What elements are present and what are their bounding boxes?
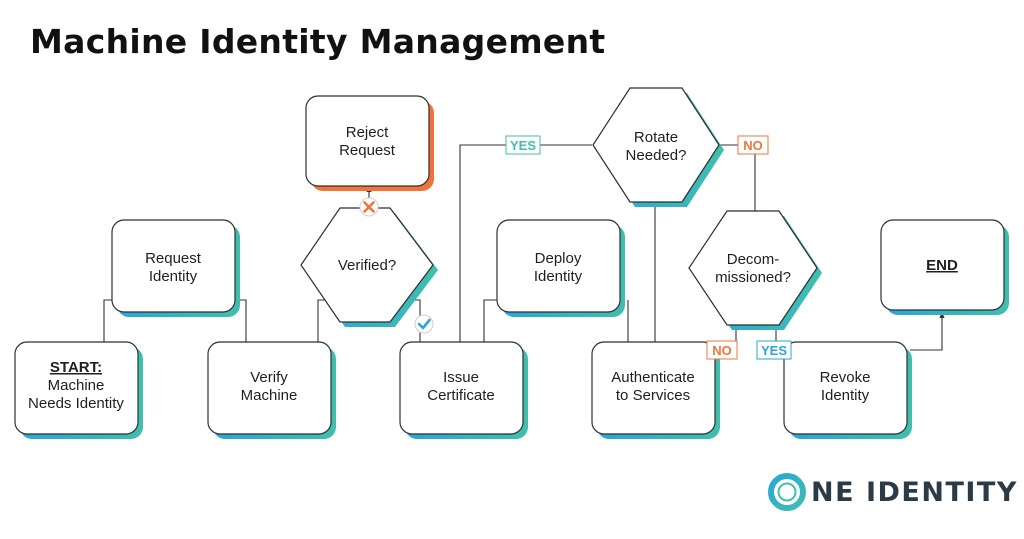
node-end-label: END	[926, 257, 958, 274]
x-mark-icon	[359, 197, 379, 217]
edge-label-decom-yes-text: YES	[761, 343, 787, 358]
node-issue-certificate-label-2: Certificate	[427, 387, 495, 404]
node-decommissioned-label-1: Decom-	[727, 251, 780, 268]
node-verify-machine: Verify Machine	[207, 341, 336, 439]
edge-label-rotate-no: NO	[737, 135, 769, 155]
edge-label-decom-no: NO	[706, 340, 738, 360]
node-revoke-identity-label-1: Revoke	[820, 369, 871, 386]
node-verify-machine-label-1: Verify	[250, 369, 288, 386]
node-authenticate-label-1: Authenticate	[611, 369, 694, 386]
node-revoke-identity: Revoke Identity	[783, 341, 912, 439]
edge-label-decom-yes: YES	[756, 340, 792, 360]
edge-label-rotate-no-text: NO	[743, 138, 763, 153]
node-authenticate: Authenticate to Services	[591, 341, 720, 439]
page-title: Machine Identity Management	[30, 22, 606, 61]
node-start-label-3: Needs Identity	[28, 395, 124, 412]
node-request-identity-label-2: Identity	[149, 268, 198, 285]
node-rotate-needed-label-1: Rotate	[634, 129, 678, 146]
node-start: START: Machine Needs Identity	[14, 341, 143, 439]
node-decommissioned-label-2: missioned?	[715, 269, 791, 286]
node-decommissioned: Decom- missioned?	[688, 210, 822, 330]
node-rotate-needed-label-2: Needed?	[626, 147, 687, 164]
node-deploy-identity: Deploy Identity	[496, 219, 625, 317]
node-deploy-identity-label-2: Identity	[534, 268, 583, 285]
edge-rotate-yes-to-issue	[459, 144, 592, 350]
node-start-label-2: Machine	[48, 377, 105, 394]
node-request-identity: Request Identity	[111, 219, 240, 317]
one-identity-logo: NE IDENTITY	[767, 472, 1018, 512]
node-verified-label: Verified?	[338, 257, 396, 274]
edge-request-to-verify	[238, 299, 249, 352]
edge-label-rotate-yes-text: YES	[510, 138, 536, 153]
edge-label-rotate-yes: YES	[505, 135, 541, 155]
node-reject-request-label-2: Request	[339, 142, 396, 159]
node-deploy-identity-label-1: Deploy	[535, 250, 582, 267]
logo-ring-icon	[768, 473, 806, 511]
edge-label-decom-no-text: NO	[712, 343, 732, 358]
edge-revoke-to-end	[910, 312, 945, 351]
node-issue-certificate-label-1: Issue	[443, 369, 479, 386]
node-end: END	[880, 219, 1009, 315]
node-verify-machine-label-2: Machine	[241, 387, 298, 404]
node-start-label-1: START:	[50, 359, 102, 376]
node-reject-request-label-1: Reject	[346, 124, 389, 141]
logo-text: NE IDENTITY	[811, 476, 1018, 508]
node-authenticate-label-2: to Services	[616, 387, 690, 404]
node-request-identity-label-1: Request	[145, 250, 202, 267]
node-rotate-needed: Rotate Needed?	[592, 87, 724, 207]
node-revoke-identity-label-2: Identity	[821, 387, 870, 404]
node-reject-request: Reject Request	[305, 95, 434, 191]
check-mark-icon	[414, 314, 434, 334]
node-issue-certificate: Issue Certificate	[399, 341, 528, 439]
node-verified: Verified?	[300, 207, 438, 327]
